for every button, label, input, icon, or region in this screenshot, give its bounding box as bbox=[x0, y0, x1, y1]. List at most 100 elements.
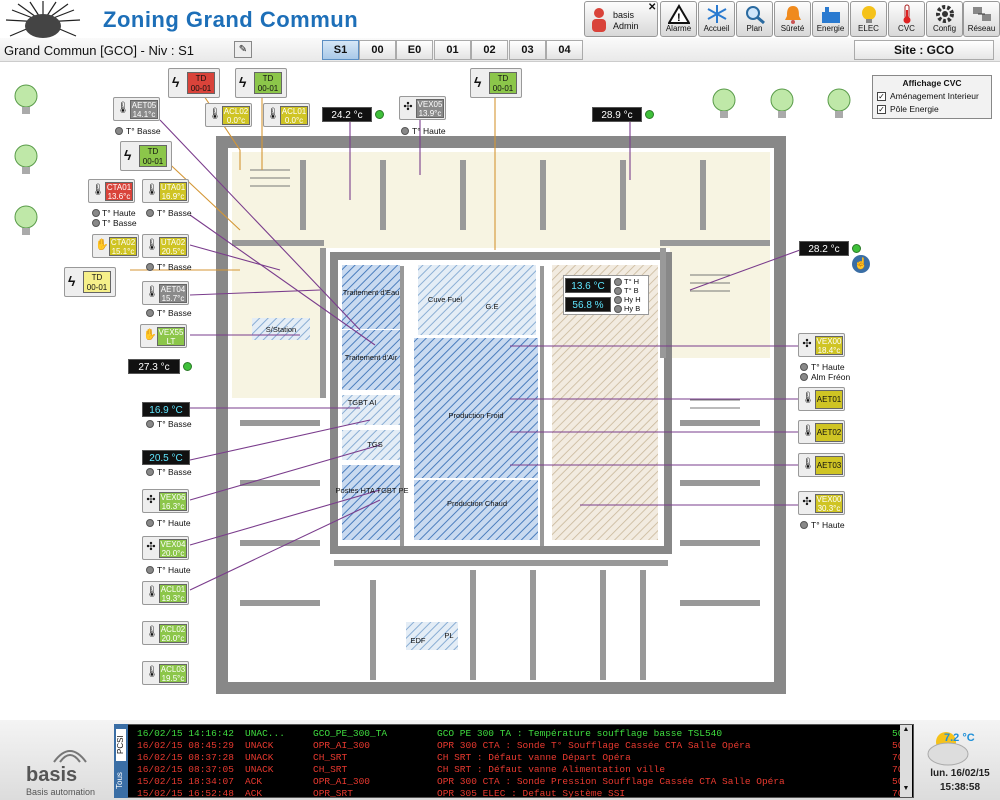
level-tab-02[interactable]: 02 bbox=[471, 40, 508, 60]
sensor-aet01[interactable]: 🌡AET01 bbox=[798, 387, 845, 411]
room-sstation: S/Station bbox=[266, 325, 296, 334]
lightbulb-icon[interactable] bbox=[14, 84, 38, 116]
status-dot bbox=[146, 263, 154, 271]
lightbulb-icon[interactable] bbox=[14, 144, 38, 176]
thermometer-icon: 🌡 bbox=[91, 184, 105, 196]
status-dot bbox=[146, 566, 154, 574]
surete-button[interactable]: Sûreté bbox=[774, 1, 811, 37]
lightbulb-icon[interactable] bbox=[712, 88, 736, 120]
lightbulb-icon[interactable] bbox=[827, 88, 851, 120]
td-label: TD 00-01 bbox=[139, 145, 167, 167]
sun-logo-icon bbox=[5, 1, 81, 38]
bell-icon bbox=[784, 6, 801, 24]
lightbulb-icon[interactable] bbox=[14, 205, 38, 237]
checkbox-amenagement[interactable]: ✓ bbox=[877, 92, 886, 101]
status-led bbox=[375, 110, 384, 119]
alarm-tabs: PCSI Tous bbox=[114, 724, 128, 798]
elec-button[interactable]: ELEC bbox=[850, 1, 887, 37]
tab-pcsi[interactable]: PCSI bbox=[115, 728, 127, 762]
current-date: lun. 16/02/15 bbox=[930, 768, 990, 779]
fan-icon: ✣ bbox=[403, 101, 413, 113]
reseau-button[interactable]: Réseau bbox=[963, 1, 1000, 37]
level-tab-e0[interactable]: E0 bbox=[396, 40, 433, 60]
status-led bbox=[852, 244, 861, 253]
level-tab-01[interactable]: 01 bbox=[434, 40, 471, 60]
checkbox-pole-energie[interactable]: ✓ bbox=[877, 105, 886, 114]
accueil-button[interactable]: Accueil bbox=[698, 1, 735, 37]
lightning-icon: ϟ bbox=[239, 74, 247, 90]
scroll-up-icon[interactable]: ▲ bbox=[902, 726, 910, 733]
status-dot bbox=[146, 519, 154, 527]
sensor-aet02[interactable]: 🌡AET02 bbox=[798, 420, 845, 444]
lightning-icon: ϟ bbox=[474, 74, 482, 90]
room-traitement-air: Traitement d'Air bbox=[345, 353, 398, 362]
plan-button[interactable]: Plan bbox=[736, 1, 773, 37]
alarm-scrollbar[interactable]: ▲ ▼ bbox=[900, 725, 912, 797]
status-led bbox=[645, 110, 654, 119]
temperature-readout: 20.5 °C bbox=[142, 450, 190, 465]
level-tab-00[interactable]: 00 bbox=[359, 40, 396, 60]
alarme-button[interactable]: ! Alarme bbox=[660, 1, 697, 37]
fan-icon: ✣ bbox=[146, 541, 156, 553]
svg-text:!: ! bbox=[677, 12, 681, 24]
close-icon[interactable]: ✕ bbox=[648, 2, 657, 13]
sensor-aet03[interactable]: 🌡AET03 bbox=[798, 453, 845, 477]
hygrometry-panel: 13.6 °C 56.8 % T° H T° B Hy H Hy B bbox=[563, 275, 649, 315]
lightbulb-icon[interactable] bbox=[770, 88, 794, 120]
app-title: Zoning Grand Commun bbox=[103, 7, 359, 32]
thermometer-icon: 🌡 bbox=[208, 108, 222, 120]
level-tab-03[interactable]: 03 bbox=[509, 40, 546, 60]
gear-icon bbox=[935, 5, 954, 23]
scroll-down-icon[interactable]: ▼ bbox=[902, 785, 910, 792]
room-production-chaud: Production Chaud bbox=[447, 499, 507, 508]
td-panel[interactable]: ϟ TD 00-01 bbox=[235, 68, 287, 98]
level-tab-s1[interactable]: S1 bbox=[322, 40, 359, 60]
header: Zoning Grand Commun basis Admin ✕ ! Alar… bbox=[0, 0, 1000, 38]
config-button[interactable]: Config bbox=[926, 1, 963, 37]
tab-tous[interactable]: Tous bbox=[115, 772, 124, 790]
temperature-readout: 27.3 °c bbox=[128, 359, 180, 374]
snowflake-icon bbox=[707, 5, 726, 23]
td-label: TD 00-01 bbox=[254, 72, 282, 94]
energie-button[interactable]: Energie bbox=[812, 1, 849, 37]
fan-icon: ✣ bbox=[146, 494, 156, 506]
fan-icon: ✣ bbox=[802, 338, 812, 350]
temperature-readout: 28.2 °c bbox=[799, 241, 849, 256]
fan-icon: ✣ bbox=[802, 496, 812, 508]
status-led bbox=[183, 362, 192, 371]
hand-pointer-icon[interactable]: ☝ bbox=[852, 255, 870, 273]
room-postes-hta: Postes HTA TGBT PE bbox=[336, 486, 409, 495]
user-badge[interactable]: basis Admin ✕ bbox=[584, 1, 658, 37]
edit-icon[interactable]: ✎ bbox=[234, 41, 252, 58]
status-dot bbox=[800, 373, 808, 381]
hygrometry-temp: 13.6 °C bbox=[565, 278, 611, 293]
cvc-panel-title: Affichage CVC bbox=[902, 78, 962, 88]
level-tab-04[interactable]: 04 bbox=[546, 40, 583, 60]
cvc-button[interactable]: CVC bbox=[888, 1, 925, 37]
status-dot bbox=[800, 521, 808, 529]
user-name: basis bbox=[613, 10, 635, 20]
temperature-readout: 28.9 °c bbox=[592, 107, 642, 122]
